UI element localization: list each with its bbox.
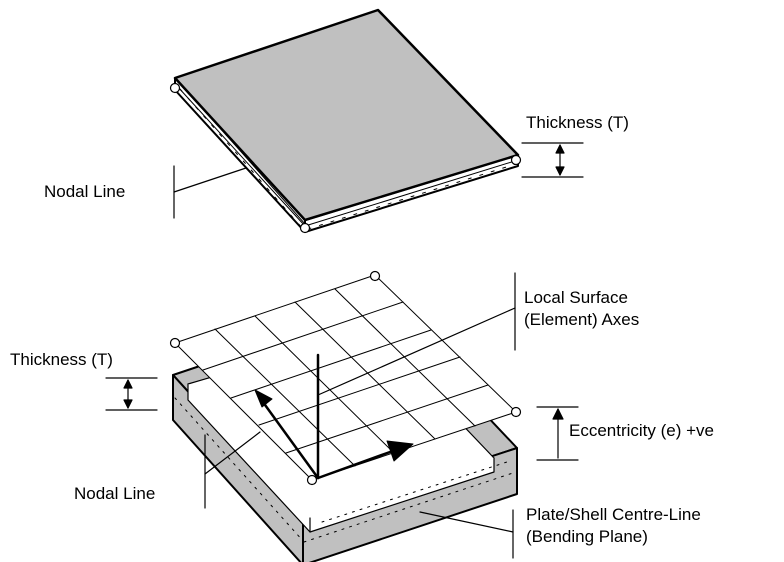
eccentricity-label: Eccentricity (e) +ve	[569, 421, 715, 440]
centre-line-label-line1: Plate/Shell Centre-Line	[526, 505, 701, 524]
mesh-node	[169, 337, 181, 349]
local-axes	[254, 353, 414, 480]
bottom-nodal-line-leader	[204, 431, 261, 509]
top-thickness-label: Thickness (T)	[526, 113, 629, 132]
centre-line-leader	[419, 509, 514, 559]
local-axes-label-line1: Local Surface	[524, 288, 628, 307]
mesh-node	[306, 474, 318, 486]
centre-line-label-line2: (Bending Plane)	[526, 527, 648, 546]
element-mesh	[169, 270, 522, 486]
top-plate	[169, 8, 522, 234]
bottom-thickness-label: Thickness (T)	[10, 350, 113, 369]
top-thickness-dimension	[521, 142, 584, 178]
mesh-node	[510, 406, 522, 418]
top-plate-top-face	[173, 8, 520, 222]
top-nodal-line-leader	[173, 165, 247, 219]
top-plate-node	[299, 222, 311, 234]
mesh-node	[369, 270, 381, 282]
top-nodal-line-label: Nodal Line	[44, 182, 126, 201]
local-axes-label-line2: (Element) Axes	[524, 310, 640, 329]
local-axes-leader	[317, 272, 516, 396]
bottom-nodal-line-label: Nodal Line	[74, 484, 156, 503]
bottom-thickness-dimension	[105, 377, 158, 411]
eccentricity-dimension	[536, 406, 579, 461]
top-plate-node	[169, 82, 181, 94]
top-plate-node	[510, 154, 522, 166]
